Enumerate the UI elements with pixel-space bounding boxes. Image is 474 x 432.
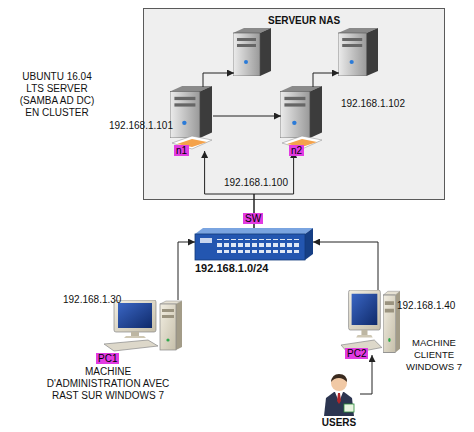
user-shirt — [335, 392, 343, 402]
network-switch: SW192.168.1.0/24 — [195, 228, 313, 260]
user-card — [344, 404, 354, 412]
node-tag: PC1 — [96, 353, 119, 364]
ip-address: 192.168.1.40 — [397, 300, 455, 312]
connector-group — [178, 73, 378, 394]
network-link — [254, 151, 294, 228]
machine-caption: MACHINE CLIENTE WINDOWS 7 — [394, 337, 474, 373]
network-link — [203, 73, 234, 87]
server-tray-band — [177, 139, 207, 147]
node-tag: PC2 — [345, 348, 368, 359]
ip-address: 192.168.1.101 — [109, 120, 173, 132]
group-title: SERVEUR NAS — [268, 15, 340, 27]
network-link — [360, 355, 372, 394]
user-caption: USERS — [318, 417, 360, 429]
switch-badge — [200, 238, 212, 243]
network-link — [178, 242, 195, 300]
user-figure: USERS — [318, 372, 360, 416]
cluster-server: 192.168.1.101n1 — [171, 87, 213, 151]
network-address: 192.168.1.0/24 — [195, 262, 268, 274]
nas-server-icon — [233, 28, 271, 76]
switch-ports — [217, 239, 301, 253]
ip-address: 192.168.1.102 — [341, 98, 405, 110]
switch-front — [195, 234, 305, 260]
user-icon — [324, 374, 354, 416]
user-tie — [337, 393, 341, 404]
computer-icon — [341, 290, 400, 354]
user-suit — [324, 392, 354, 416]
cluster-caption: UBUNTU 16.04 LTS SERVER (SAMBA AD DC) EN… — [16, 71, 98, 119]
computer-icon — [104, 300, 182, 351]
network-link — [205, 151, 254, 228]
ip-address: 192.168.1.100 — [224, 177, 288, 189]
network-link — [313, 242, 378, 290]
network-link — [313, 73, 339, 87]
switch-side — [305, 228, 313, 260]
admin-computer: 192.168.1.30PC1MACHINE D'ADMINISTRATION … — [100, 300, 182, 352]
node-tag: n2 — [289, 145, 304, 156]
user-head — [331, 375, 347, 391]
nas-server-icon — [338, 28, 378, 76]
server-tray — [282, 136, 322, 149]
network-link — [213, 116, 281, 117]
node-tag: n1 — [174, 145, 189, 156]
cluster-server: 192.168.1.102n2 — [281, 87, 323, 151]
cluster-server-icon — [170, 86, 212, 149]
switch-top — [195, 228, 313, 234]
ip-address: 192.168.1.30 — [63, 294, 121, 306]
server-tray — [172, 136, 212, 149]
server-tray-band — [287, 139, 317, 147]
server-tower — [280, 86, 322, 138]
nas-server — [339, 29, 379, 77]
nas-server — [234, 29, 272, 77]
client-computer: 192.168.1.40PC2MACHINE CLIENTE WINDOWS 7 — [338, 290, 400, 355]
user-hair — [331, 374, 347, 382]
cluster-server-icon — [280, 86, 322, 149]
cluster-frame: UBUNTU 16.04 LTS SERVER (SAMBA AD DC) EN… — [143, 8, 445, 200]
switch-icon — [195, 228, 313, 260]
machine-caption: MACHINE D'ADMINISTRATION AVEC RAST SUR W… — [42, 366, 174, 402]
server-tower — [170, 86, 212, 138]
node-tag: SW — [243, 213, 263, 224]
